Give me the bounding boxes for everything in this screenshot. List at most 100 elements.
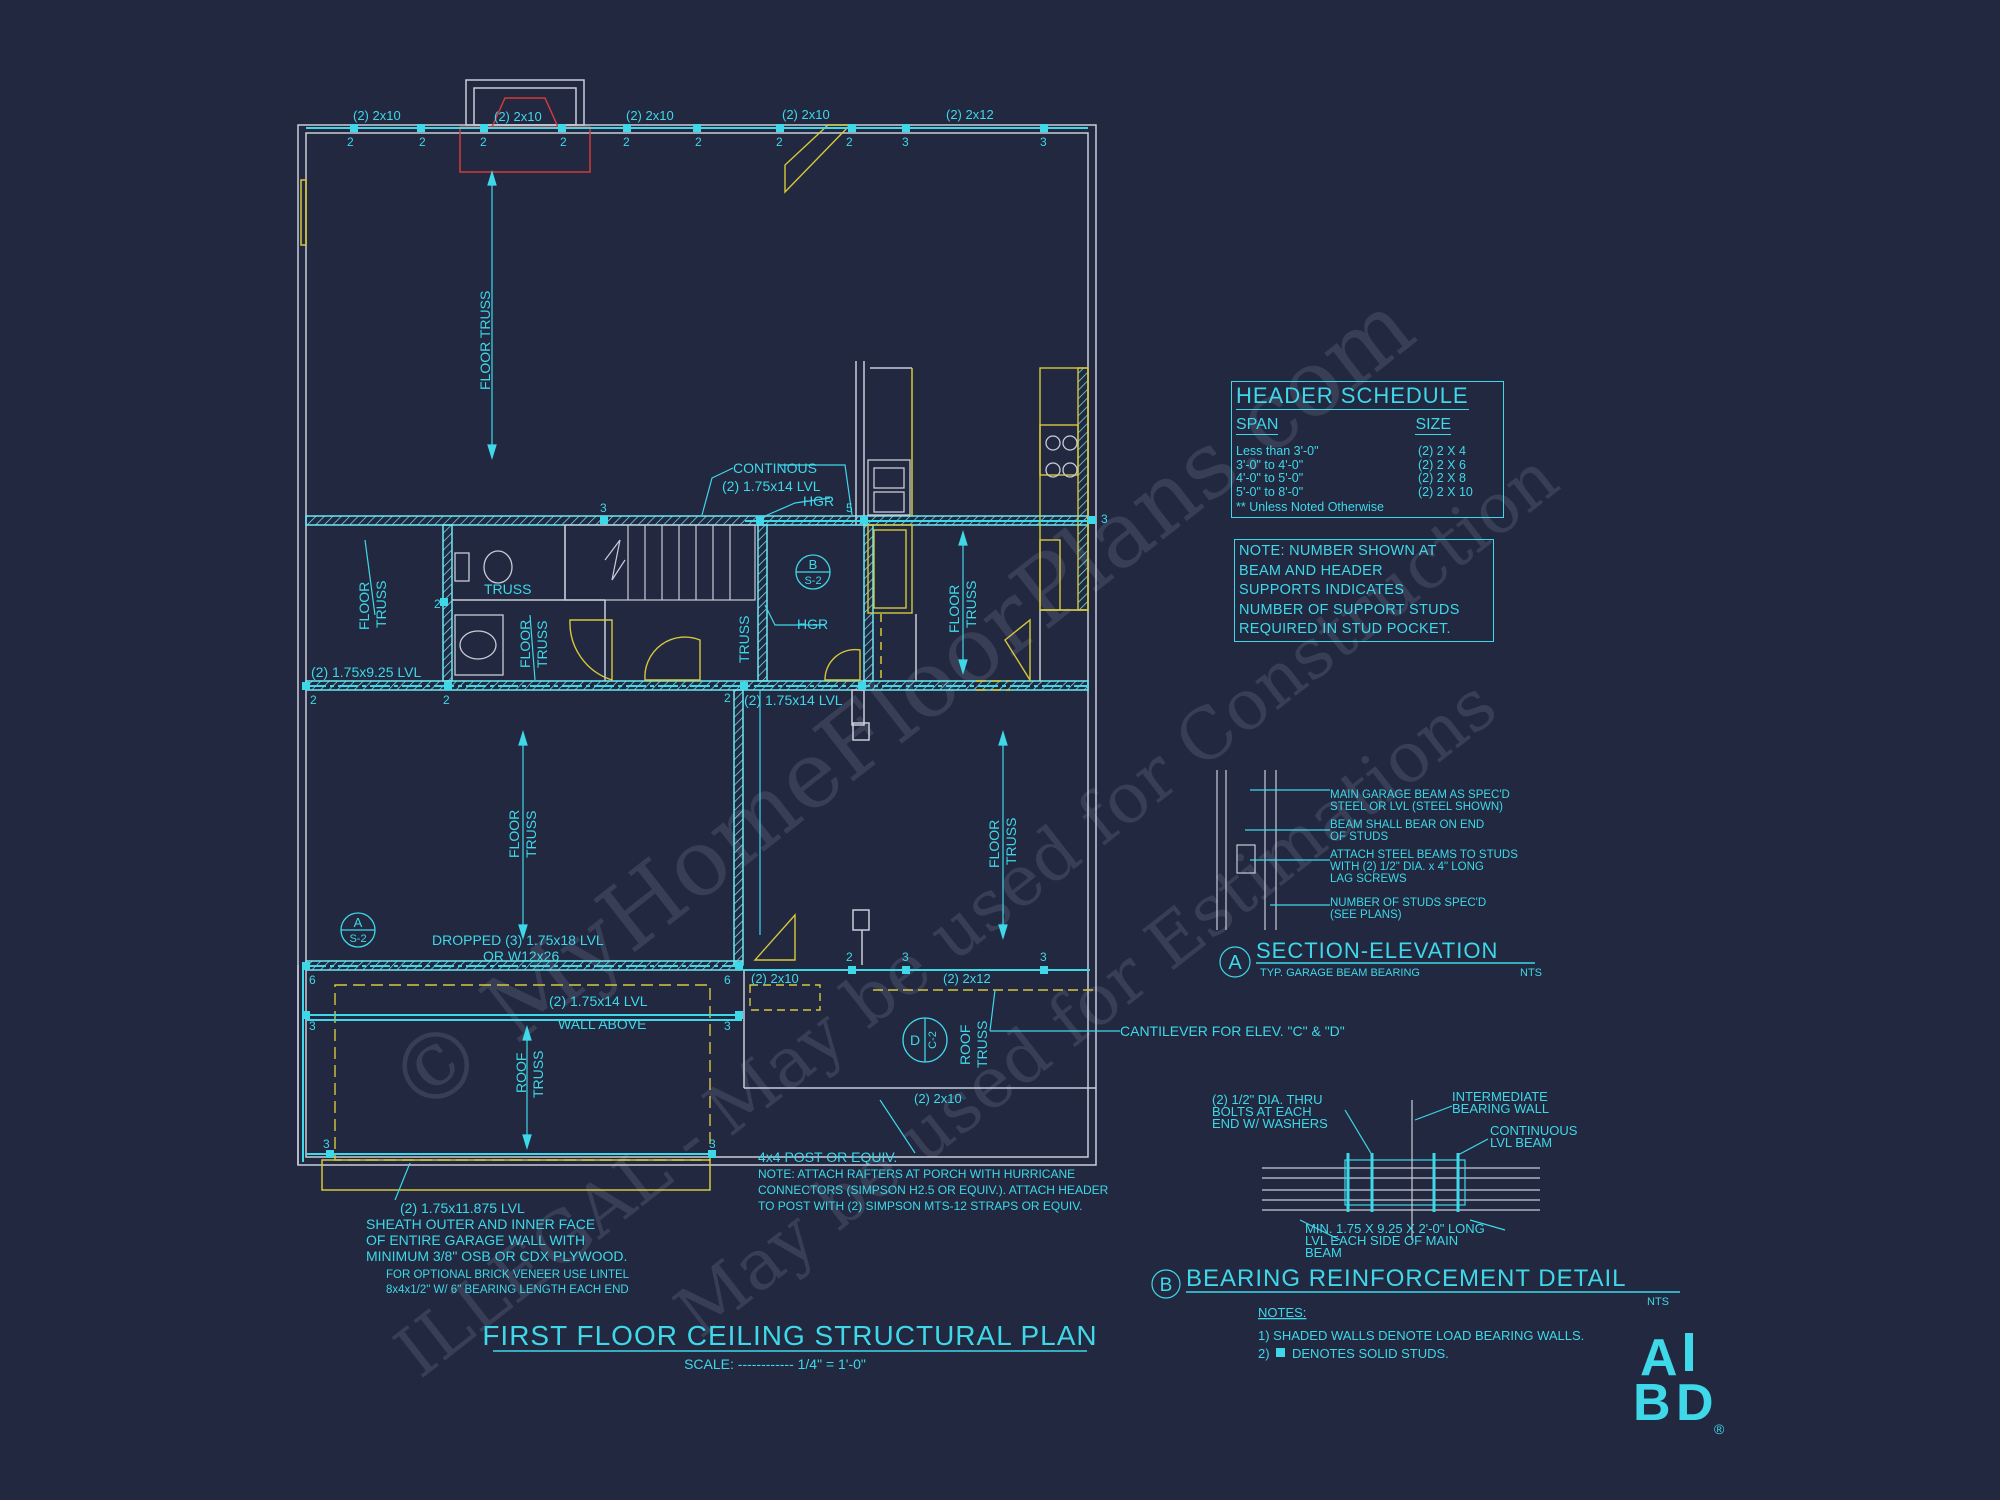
- stud-count: 3: [902, 950, 909, 964]
- detail-b-nts: NTS: [1647, 1296, 1669, 1308]
- table-row: Less than 3'-0" (2) 2 X 4: [1236, 444, 1498, 459]
- section-a-title: SECTION-ELEVATION: [1256, 938, 1498, 963]
- header-label-top-1: (2) 2x10: [353, 108, 401, 123]
- post-note-line-1: 4x4 POST OR EQUIV.: [758, 1149, 897, 1165]
- beam-label-lvl-c: (2) 1.75x14 LVL: [549, 993, 648, 1009]
- detail-b-callout: BEAM: [1305, 1245, 1342, 1260]
- stud-count: 3: [724, 1019, 731, 1033]
- stud-count: 2: [419, 135, 426, 149]
- header-label-top-2: (2) 2x10: [494, 109, 542, 124]
- garage-note-line-3: OF ENTIRE GARAGE WALL WITH: [366, 1232, 585, 1248]
- section-a-callout: ATTACH STEEL BEAMS TO STUDS: [1330, 849, 1518, 861]
- header-schedule-title: HEADER SCHEDULE: [1236, 383, 1469, 410]
- stud-count: 2: [443, 693, 450, 707]
- section-a-letter: A: [1228, 952, 1242, 974]
- note-line: NUMBER OF SUPPORT STUDS: [1239, 601, 1460, 618]
- beam-label-continous: CONTINOUS: [733, 460, 817, 476]
- garage-note-line-4: MINIMUM 3/8" OSB OR CDX PLYWOOD.: [366, 1248, 627, 1264]
- logo-letter-d: D: [1676, 1374, 1714, 1432]
- detail-b-bolts: [1346, 1153, 1460, 1212]
- note-line: BEAM AND HEADER: [1239, 562, 1383, 579]
- header-schedule-footnote: ** Unless Noted Otherwise: [1236, 500, 1384, 514]
- section-a-callout: STEEL OR LVL (STEEL SHOWN): [1330, 801, 1503, 813]
- section-b-letter: B: [809, 557, 818, 572]
- section-a-detail-graphic: [1216, 770, 1277, 930]
- notes-item-2-number: 2): [1258, 1346, 1270, 1361]
- section-a-nts: NTS: [1520, 967, 1542, 979]
- section-a-callout: BEAM SHALL BEAR ON END: [1330, 819, 1484, 831]
- header-schedule-columns: SPAN SIZE: [1236, 416, 1501, 435]
- notes-item-1: 1) SHADED WALLS DENOTE LOAD BEARING WALL…: [1258, 1328, 1584, 1343]
- section-a-callout: LAG SCREWS: [1330, 873, 1407, 885]
- stud-count: 3: [600, 501, 607, 515]
- logo-letter-a: A: [1640, 1329, 1678, 1387]
- truss-label: TRUSS: [1003, 818, 1019, 865]
- logo-bar: [1685, 1333, 1693, 1371]
- size-cell: (2) 2 X 6: [1418, 457, 1466, 472]
- header-label-top-5: (2) 2x12: [946, 107, 994, 122]
- detail-b-callout: INTERMEDIATE: [1452, 1089, 1548, 1104]
- hanger-label-a: HGR: [803, 493, 834, 509]
- beam-label-lvl-a: (2) 1.75x14 LVL: [722, 478, 821, 494]
- header-label-top-4: (2) 2x10: [782, 107, 830, 122]
- size-cell: (2) 2 X 4: [1418, 444, 1466, 458]
- section-a-callout: WITH (2) 1/2" DIA. x 4" LONG: [1330, 861, 1484, 873]
- detail-b-graphic: [1262, 1100, 1540, 1240]
- detail-b-callout: END W/ WASHERS: [1212, 1116, 1328, 1131]
- beam-label-lvl-9-25: (2) 1.75x9.25 LVL: [311, 664, 421, 680]
- truss-label: TRUSS: [523, 811, 539, 858]
- section-a-callout: OF STUDS: [1330, 831, 1388, 843]
- detail-b-leaders: [1151, 1105, 1506, 1299]
- stud-count: 2: [347, 135, 354, 149]
- column-header-span: SPAN: [1236, 416, 1279, 435]
- garage-note-line-2: SHEATH OUTER AND INNER FACE: [366, 1216, 595, 1232]
- stud-count: 2: [846, 135, 853, 149]
- section-d-letter: D: [910, 1032, 920, 1048]
- stud-count: 2: [724, 691, 731, 705]
- plan-scale: SCALE: ------------ 1/4" = 1'-0": [684, 1356, 866, 1372]
- stud-count: 2: [846, 950, 853, 964]
- stud-count: 2: [434, 597, 441, 611]
- floor-label: FLOOR: [356, 582, 372, 630]
- dropped-beam-label: DROPPED (3) 1.75x18 LVL: [432, 932, 604, 948]
- leader-lines: [394, 464, 1120, 1201]
- stud-counts: 2 2 2 2 2 2 2 2 3 3 3 5 3 2 2 2 2 6 6 3 …: [309, 135, 1108, 1151]
- header-label-2x10-bot: (2) 2x10: [914, 1091, 962, 1106]
- detail-b-letter: B: [1160, 1275, 1173, 1296]
- stud-count: 2: [560, 135, 567, 149]
- cantilever-label: CANTILEVER FOR ELEV. "C" & "D": [1120, 1023, 1345, 1039]
- section-a-sheet: S-2: [349, 933, 366, 945]
- note-line: REQUIRED IN STUD POCKET.: [1239, 621, 1451, 637]
- truss-label: TRUSS: [736, 616, 752, 663]
- roof-label: ROOF: [513, 1053, 529, 1093]
- header-schedule-rows: Less than 3'-0"(2) 2 X 4 3'-0" to 4'-0"(…: [1236, 444, 1503, 515]
- detail-b-callout: MIN. 1.75 X 9.25 X 2'-0" LONG: [1305, 1221, 1485, 1236]
- garage-note-line-1: (2) 1.75x11.875 LVL: [400, 1200, 525, 1216]
- section-tags: [340, 554, 948, 1063]
- section-a-letter: A: [354, 915, 363, 930]
- logo-letter-b: B: [1633, 1374, 1671, 1432]
- truss-label: TRUSS: [534, 621, 550, 668]
- note-line: SUPPORTS INDICATES: [1239, 582, 1405, 598]
- span-cell: 4'-0" to 5'-0": [1236, 471, 1304, 485]
- plan-title: FIRST FLOOR CEILING STRUCTURAL PLAN: [482, 1320, 1097, 1351]
- header-label-2x10-mid: (2) 2x10: [751, 971, 799, 986]
- notes-title: NOTES:: [1258, 1305, 1306, 1320]
- solid-studs: [302, 124, 1096, 1158]
- section-b-sheet: S-2: [804, 575, 821, 587]
- stud-count: 3: [1040, 950, 1047, 964]
- stud-count: 2: [310, 693, 317, 707]
- size-cell: (2) 2 X 8: [1418, 471, 1466, 485]
- garage-note-line-5: FOR OPTIONAL BRICK VENEER USE LINTEL: [386, 1269, 630, 1281]
- span-cell: Less than 3'-0": [1236, 444, 1319, 458]
- post-note-line-3: CONNECTORS (SIMPSON H2.5 OR EQUIV.). ATT…: [758, 1183, 1109, 1197]
- section-a-callout: (SEE PLANS): [1330, 909, 1402, 921]
- section-a-callout: MAIN GARAGE BEAM AS SPEC'D: [1330, 789, 1510, 801]
- stud-count: 3: [709, 1137, 716, 1151]
- truss-label: TRUSS: [484, 581, 531, 597]
- header-schedule: HEADER SCHEDULE SPAN SIZE Less than 3'-0…: [1231, 381, 1504, 518]
- stud-count: 3: [902, 135, 909, 149]
- roof-label: ROOF: [957, 1025, 973, 1065]
